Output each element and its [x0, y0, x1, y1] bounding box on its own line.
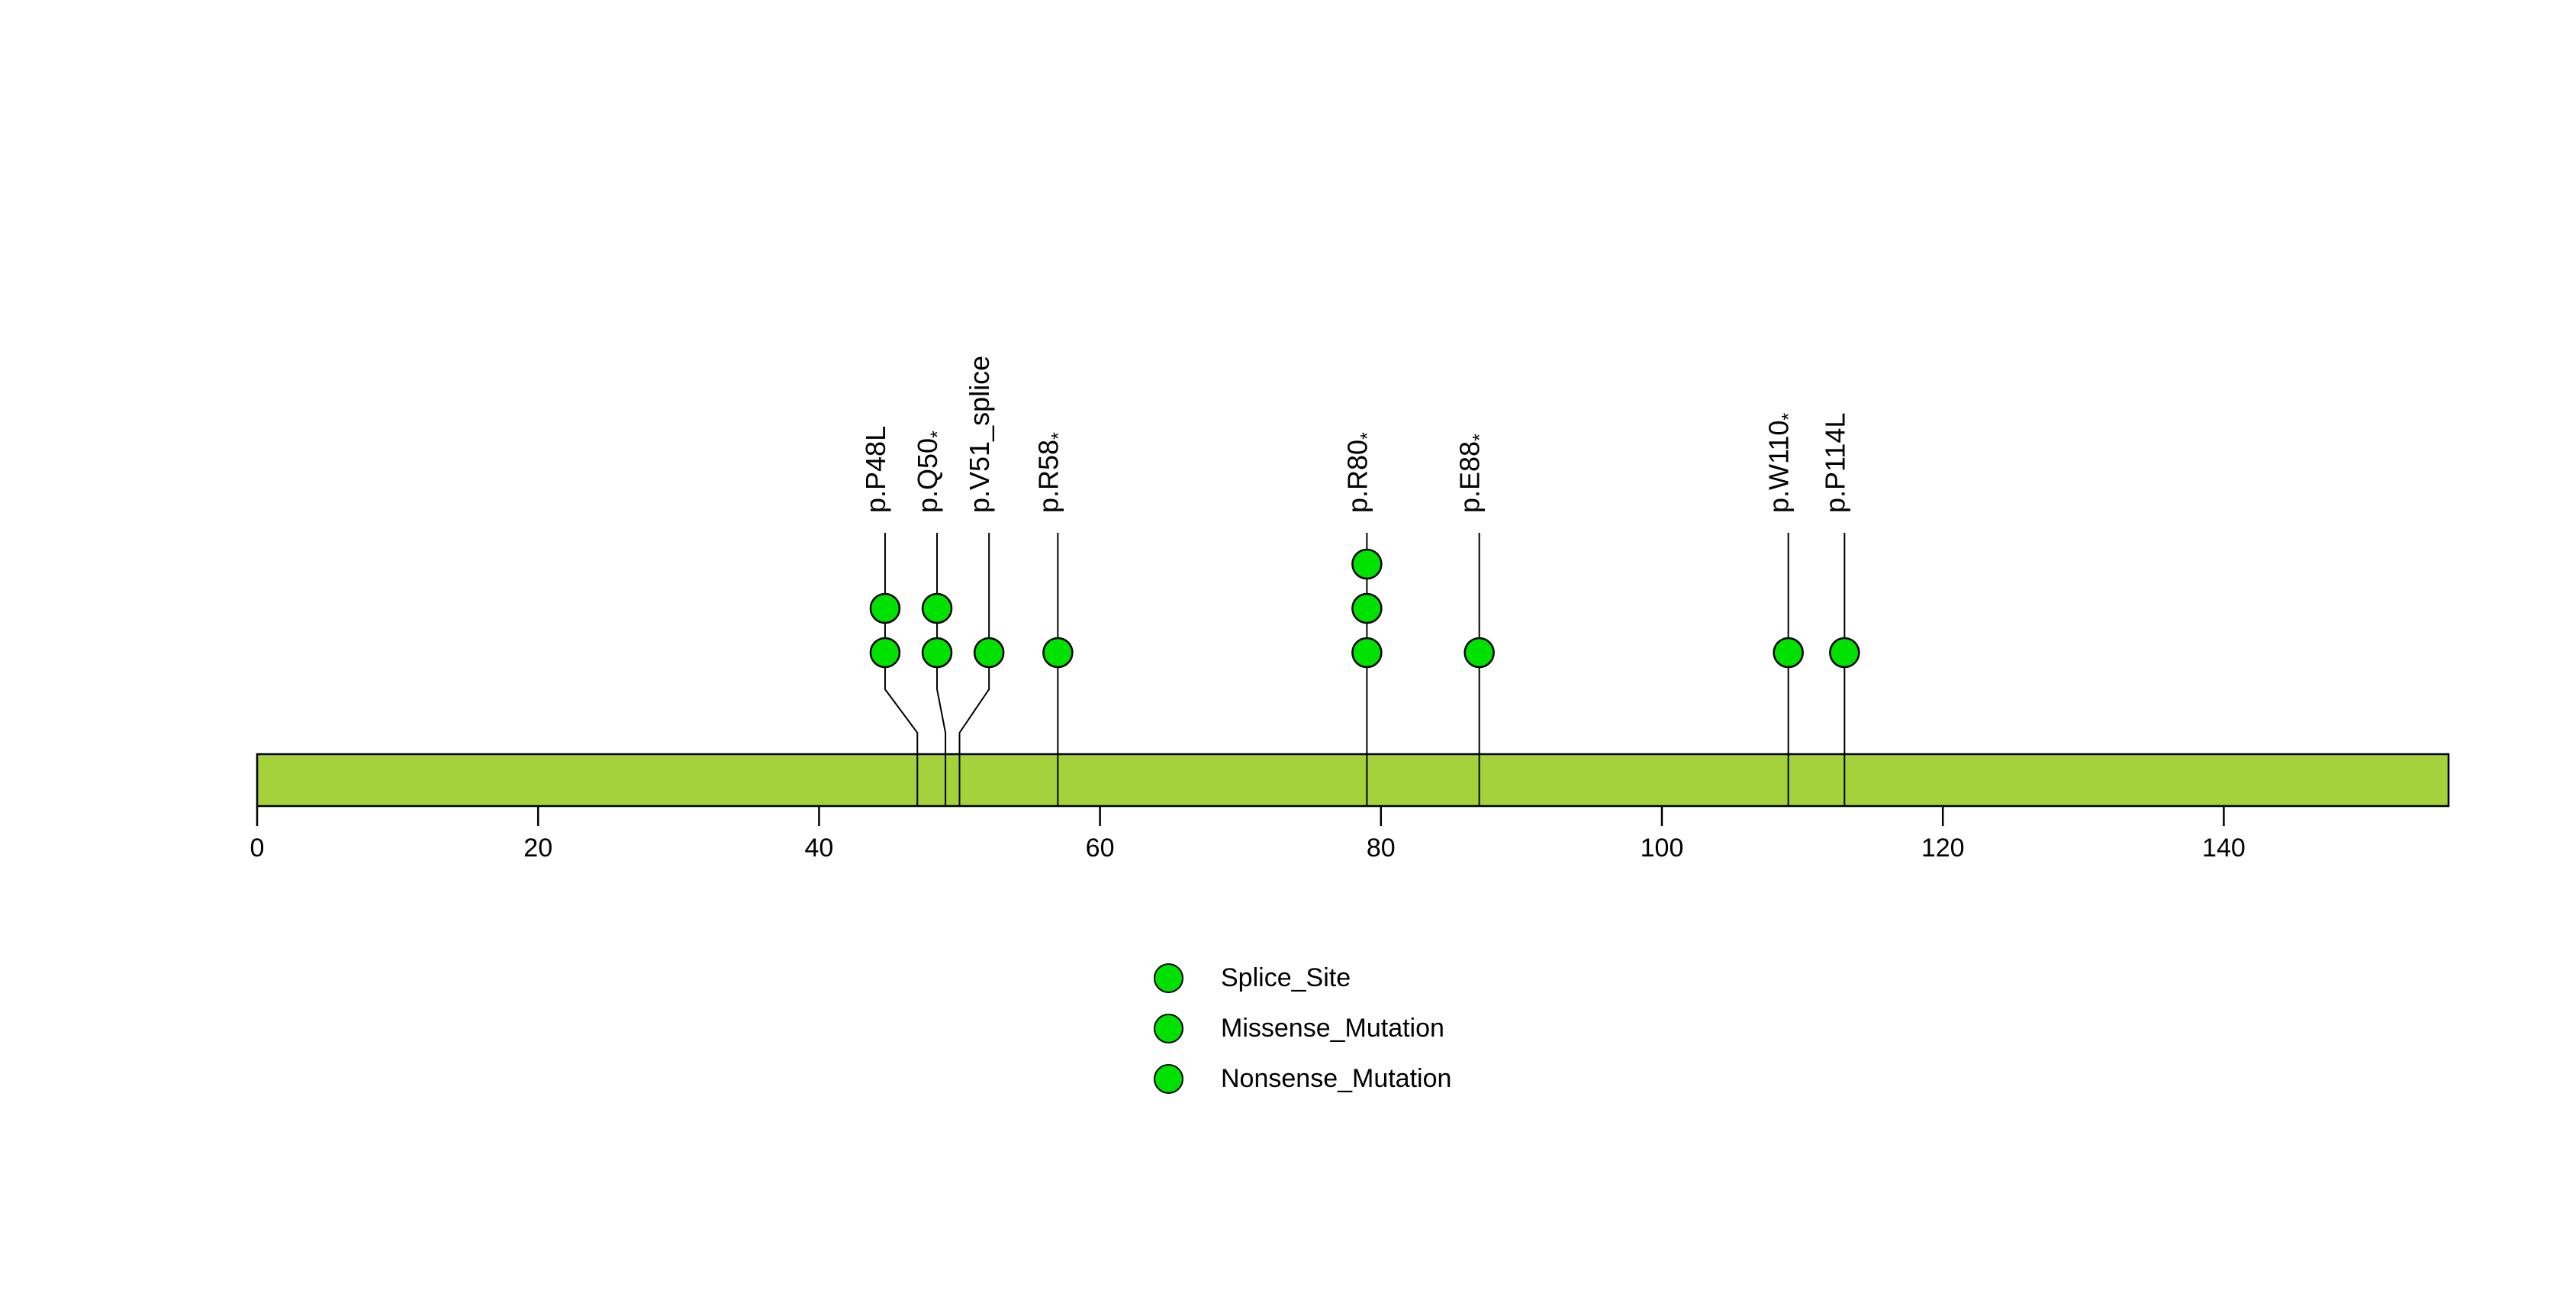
legend-label: Missense_Mutation [1221, 1014, 1444, 1043]
mutation-label: p.P114L [1819, 413, 1850, 513]
legend-item-nonsense-mutation: Nonsense_Mutation [1154, 1064, 1451, 1094]
axis-tick-label: 120 [1921, 834, 1965, 863]
mutation-circle [1351, 548, 1383, 580]
legend-label: Splice_Site [1221, 963, 1351, 992]
protein-backbone [256, 753, 2450, 808]
mutation-label: p.W110* [1763, 413, 1800, 513]
mutation-label-suffix: * [1470, 434, 1491, 441]
mutation-label: p.P48L [860, 426, 891, 513]
mutation-circle [921, 637, 953, 669]
axis-tick-label: 80 [1367, 834, 1396, 863]
legend-item-missense-mutation: Missense_Mutation [1154, 1014, 1451, 1043]
mutation-circle [1042, 637, 1074, 669]
mutation-circle [1463, 637, 1495, 669]
legend-marker-circle [1154, 1014, 1183, 1043]
axis-tick-label: 20 [523, 834, 552, 863]
mutation-label: p.Q50* [912, 431, 948, 513]
mutation-label-suffix: * [1779, 413, 1800, 421]
mutation-label: p.E88* [1454, 434, 1491, 513]
mutation-label: p.R58* [1032, 432, 1069, 513]
mutation-label-suffix: * [1048, 432, 1069, 440]
legend-marker-circle [1154, 1064, 1183, 1094]
mutation-circle [1351, 592, 1383, 624]
legend: Splice_Site Missense_Mutation Nonsense_M… [1154, 963, 1451, 1094]
legend-item-splice-site: Splice_Site [1154, 963, 1451, 993]
mutation-circle [973, 637, 1005, 669]
mutation-circle [921, 592, 953, 624]
mutation-circle [1351, 637, 1383, 669]
mutation-label: p.V51_splice [964, 356, 995, 513]
axis-tick-label: 100 [1641, 834, 1684, 863]
legend-marker-circle [1154, 963, 1183, 993]
axis-tick-label: 140 [2202, 834, 2246, 863]
mutation-stem [958, 533, 990, 806]
mutation-label: p.R80* [1341, 432, 1378, 513]
mutation-circle [1829, 637, 1860, 669]
axis-tick-label: 40 [804, 834, 833, 863]
legend-label: Nonsense_Mutation [1221, 1064, 1452, 1093]
mutation-circle [869, 637, 901, 669]
mutation-label-suffix: * [1357, 432, 1378, 440]
mutation-label-suffix: * [927, 431, 948, 438]
mutation-circle [1773, 637, 1804, 669]
mutation-circle [869, 592, 901, 624]
axis-tick-label: 60 [1086, 834, 1115, 863]
axis-tick-label: 0 [250, 834, 265, 863]
